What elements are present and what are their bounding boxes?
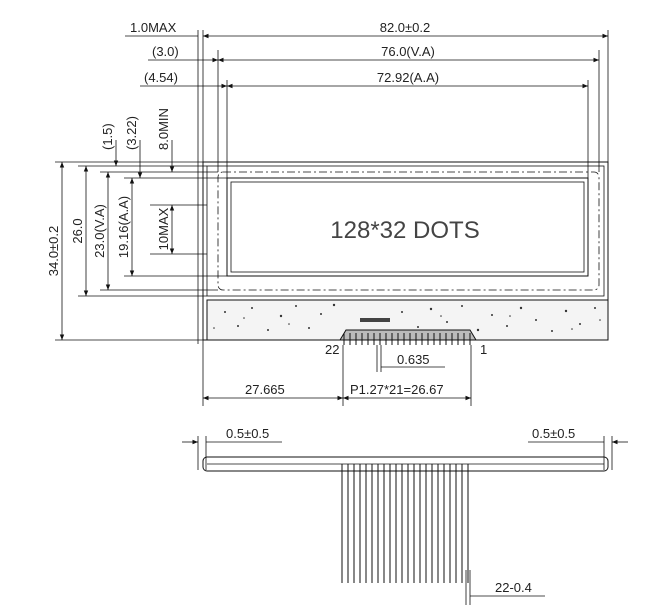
dim-min-gap: 8.0MIN — [156, 108, 171, 150]
top-extension-lines — [197, 30, 609, 344]
dim-offset-2: (3.22) — [124, 116, 139, 150]
dim-aa-offset: (4.54) — [144, 70, 178, 85]
dim-max-h: 10MAX — [156, 207, 171, 250]
dim-va-offset: (3.0) — [152, 44, 179, 59]
dim-va-width: 76.0(V.A) — [381, 44, 435, 59]
dim-left-offset: 27.665 — [245, 382, 285, 397]
active-area — [226, 177, 589, 277]
dim-aa-height: 19.16(A.A) — [116, 196, 131, 258]
dim-offset-1: (1.5) — [100, 123, 115, 150]
left-extension-lines — [55, 161, 227, 341]
pcb-speckle — [213, 303, 601, 332]
dim-pin-width: 0.635 — [397, 352, 430, 367]
pin-1-label: 1 — [480, 342, 487, 357]
pcb-mark — [360, 318, 390, 322]
side-view-pins — [341, 464, 469, 583]
dots-label: 128*32 DOTS — [330, 217, 479, 244]
dim-glass-height: 26.0 — [70, 218, 85, 243]
side-view-body — [202, 456, 609, 472]
dim-va-height: 23.0(V.A) — [92, 204, 107, 258]
pin-22-label: 22 — [325, 342, 339, 357]
glass-outline — [206, 165, 605, 297]
dim-bevel-left: 0.5±0.5 — [226, 426, 269, 441]
dim-overall-height: 34.0±0.2 — [46, 226, 61, 277]
viewing-area — [217, 171, 600, 291]
dim-1max: 1.0MAX — [130, 20, 177, 35]
dim-pitch: P1.27*21=26.67 — [350, 382, 444, 397]
pin-header — [339, 329, 477, 341]
active-area-inner — [230, 181, 585, 273]
dim-pin-count: 22-0.4 — [495, 580, 532, 595]
dim-overall-width: 82.0±0.2 — [380, 20, 431, 35]
dim-aa-width: 72.92(A.A) — [377, 70, 439, 85]
pin-header-pins — [343, 333, 471, 345]
dim-bevel-right: 0.5±0.5 — [532, 426, 575, 441]
